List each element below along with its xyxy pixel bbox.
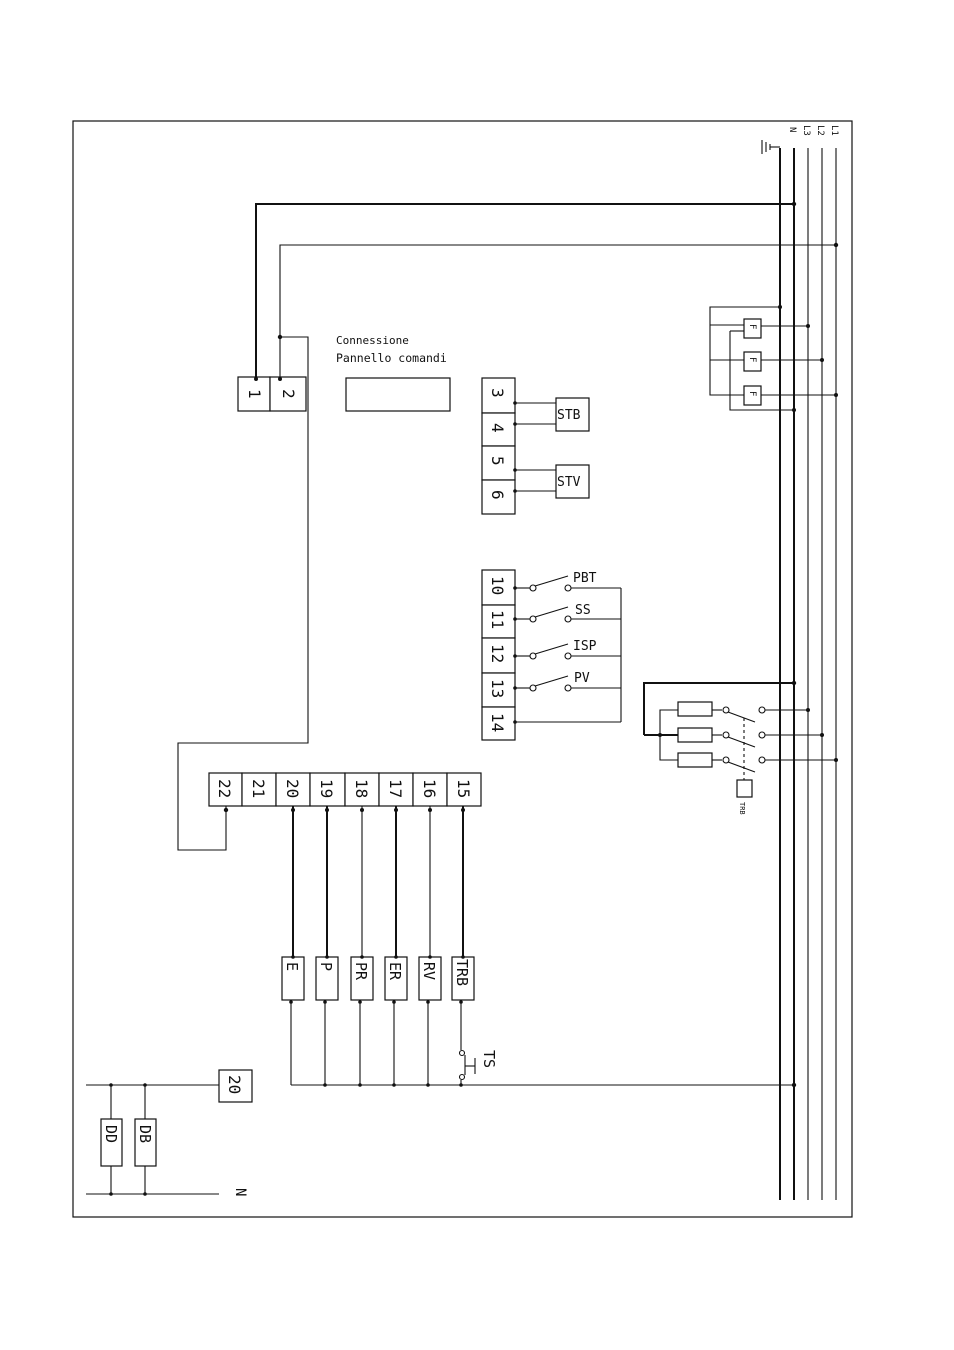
n-label: N (232, 1188, 248, 1196)
ground-icon (762, 140, 780, 154)
terminal-20-bottom-label: 20 (225, 1075, 244, 1094)
terminal-2-label: 2 (279, 389, 298, 399)
terminal-block-top: 1 2 (238, 377, 306, 411)
bus-label-l3: L3 (801, 125, 811, 136)
panel-title-line2: Pannello comandi (336, 351, 447, 365)
switch-pbt-label: PBT (573, 571, 597, 586)
terminal-11-label: 11 (488, 610, 507, 629)
dd-db-group: 20 N DD DB (86, 1070, 252, 1196)
terminal-18-label: 18 (352, 779, 371, 798)
ts-label: TS (480, 1050, 498, 1068)
terminal-1-label: 1 (245, 389, 264, 399)
relay-coil (737, 780, 752, 797)
svg-text:F: F (747, 391, 757, 396)
panel-connector (346, 378, 450, 411)
terminal-10-label: 10 (488, 576, 507, 595)
relay-trb: TRB (644, 681, 838, 815)
device-db-label: DB (136, 1125, 154, 1143)
terminal-6-label: 6 (488, 490, 507, 500)
load-p-label: P (317, 962, 335, 971)
power-bus: N L3 L2 L1 (762, 125, 839, 1200)
switch-pv-label: PV (574, 671, 590, 686)
panel-title-line1: Connessione (336, 334, 409, 347)
main-terminal-block: 22 21 20 19 18 17 16 15 (209, 773, 481, 806)
terminal-5-label: 5 (488, 456, 507, 466)
switch-ss-label: SS (575, 603, 591, 618)
bus-label-n: N (787, 127, 797, 132)
sensor-stb-label: STB (557, 408, 581, 423)
load-e-label: E (283, 962, 301, 971)
svg-text:F: F (747, 357, 757, 362)
relay-coil-label: TRB (738, 802, 746, 815)
svg-text:F: F (747, 324, 757, 329)
bus-label-l1: L1 (829, 125, 839, 136)
terminal-15-label: 15 (454, 779, 473, 798)
terminal-17-label: 17 (386, 779, 405, 798)
terminal-16-label: 16 (420, 779, 439, 798)
fuse-group: F F F (710, 305, 838, 412)
load-pr-label: PR (352, 962, 370, 981)
bus-label-l2: L2 (815, 125, 825, 136)
terminal-12-label: 12 (488, 644, 507, 663)
load-er-label: ER (386, 962, 404, 981)
terminal-3-label: 3 (488, 388, 507, 398)
diagram-frame (73, 121, 852, 1217)
load-trb-label: TRB (453, 959, 471, 986)
terminal-20-label: 20 (283, 779, 302, 798)
feed-wires (178, 202, 838, 850)
switch-terminal-block: 10 11 12 13 14 PBT SS ISP PV (482, 570, 621, 740)
terminal-19-label: 19 (317, 779, 336, 798)
terminal-14-label: 14 (488, 713, 507, 732)
terminal-4-label: 4 (488, 423, 507, 433)
load-group: E P PR ER RV TRB TS (282, 806, 796, 1087)
device-dd-label: DD (102, 1125, 120, 1143)
switch-isp-label: ISP (573, 639, 597, 654)
terminal-22-label: 22 (215, 779, 234, 798)
load-rv-label: RV (420, 962, 438, 980)
sensor-terminal-block: 3 4 5 6 STB STV (482, 378, 589, 514)
terminal-13-label: 13 (488, 679, 507, 698)
control-panel-connection: Connessione Pannello comandi (336, 334, 450, 411)
sensor-stv-label: STV (557, 475, 581, 490)
terminal-21-label: 21 (249, 779, 268, 798)
